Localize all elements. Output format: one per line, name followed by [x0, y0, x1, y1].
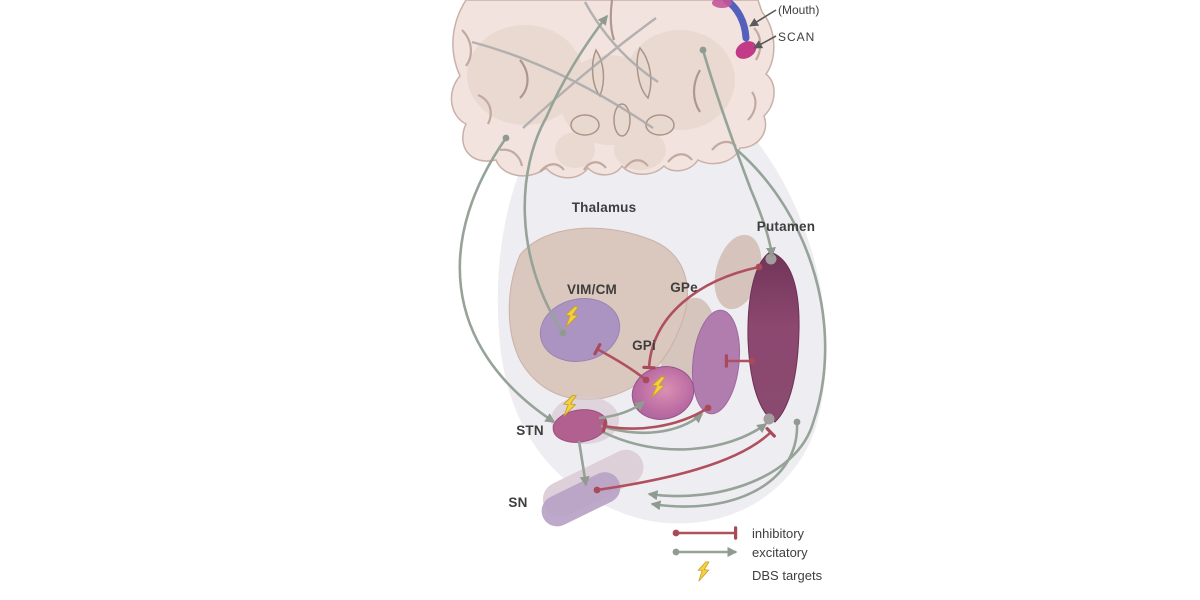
mouth-area-patch	[712, 0, 732, 8]
gpi-label: GPi	[632, 338, 656, 353]
pathway-stn-to-sn	[577, 440, 590, 487]
sn-label: SN	[508, 495, 527, 510]
pathway-gpi-to-vim	[593, 343, 650, 384]
structure-labels: (Mouth) SCAN Thalamus Putamen VIM/CM GPe…	[508, 3, 819, 510]
scan-pointer	[753, 35, 777, 49]
putamen-label: Putamen	[757, 219, 815, 234]
gpe-label: GPe	[670, 280, 698, 295]
scan-label: SCAN	[778, 30, 815, 44]
stn-label: STN	[516, 423, 544, 438]
inhibitory-pathways	[593, 263, 776, 494]
mouth-pointer	[749, 9, 777, 27]
legend-excitatory-label: excitatory	[752, 545, 808, 560]
thalamus-label: Thalamus	[572, 200, 637, 215]
putamen-node-bottom	[763, 413, 775, 425]
label-pointers	[749, 9, 777, 49]
legend-dbs-label: DBS targets	[752, 568, 823, 583]
vim-cm-label: VIM/CM	[567, 282, 617, 297]
legend: inhibitory excitatory DBS targets	[672, 526, 823, 583]
pathway-cortex-to-putamen	[699, 46, 776, 258]
pathway-putamen-to-gpi	[642, 263, 763, 370]
legend-inhibitory-label: inhibitory	[752, 526, 805, 541]
mouth-label: (Mouth)	[778, 3, 819, 17]
pathway-sn-to-putamen	[593, 426, 776, 494]
brain-coronal-section	[450, 0, 775, 179]
pathway-cortex-to-stn	[458, 134, 556, 424]
